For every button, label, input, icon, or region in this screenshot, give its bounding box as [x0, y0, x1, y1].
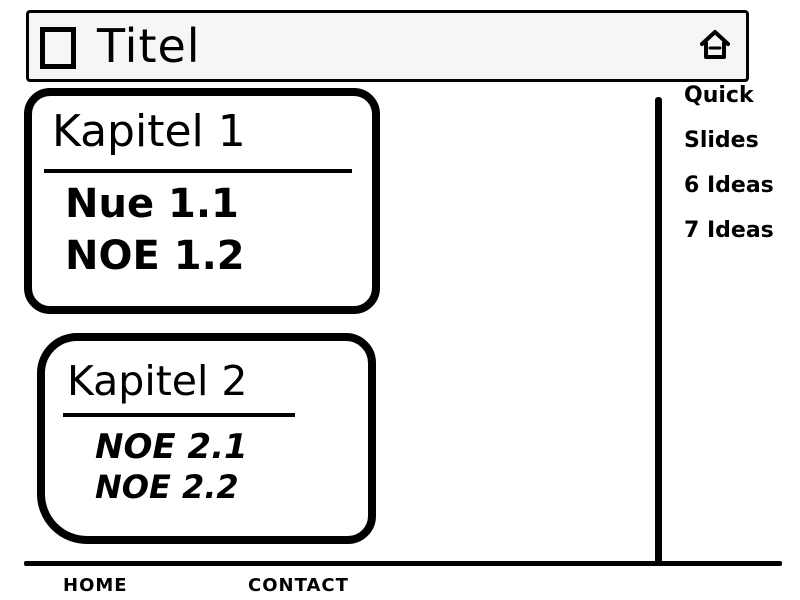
chapter-card-2: Kapitel 2 NOE 2.1 NOE 2.2: [37, 333, 376, 544]
chapter-card-1: Kapitel 1 Nue 1.1 NOE 1.2: [24, 88, 380, 314]
title-bar: Titel: [26, 10, 749, 82]
quick-links-sidebar: Quick Slides 6 Ideas 7 Ideas: [684, 85, 790, 280]
home-icon[interactable]: [698, 28, 732, 62]
footer-divider: [24, 561, 782, 566]
section-link-1-2[interactable]: NOE 1.2: [65, 233, 245, 279]
chapter-divider-1: [44, 169, 352, 173]
chapter-title-2: Kapitel 2: [67, 357, 248, 405]
quick-link-3[interactable]: 6 Ideas: [684, 173, 774, 198]
section-link-2-1[interactable]: NOE 2.1: [95, 427, 248, 467]
sidebar-divider: [655, 97, 662, 565]
home-link[interactable]: HOME: [63, 575, 128, 596]
contact-link[interactable]: CONTACT: [248, 575, 349, 596]
page-title: Titel: [97, 19, 201, 73]
chapter-title-1: Kapitel 1: [52, 106, 246, 157]
section-link-2-2[interactable]: NOE 2.2: [95, 468, 239, 506]
quick-link-2[interactable]: Slides: [684, 128, 759, 153]
checkbox-icon[interactable]: [40, 27, 76, 69]
chapter-divider-2: [63, 413, 295, 417]
quick-link-4[interactable]: 7 Ideas: [684, 218, 774, 243]
section-link-1-1[interactable]: Nue 1.1: [65, 181, 239, 227]
quick-link-1[interactable]: Quick: [684, 83, 754, 108]
